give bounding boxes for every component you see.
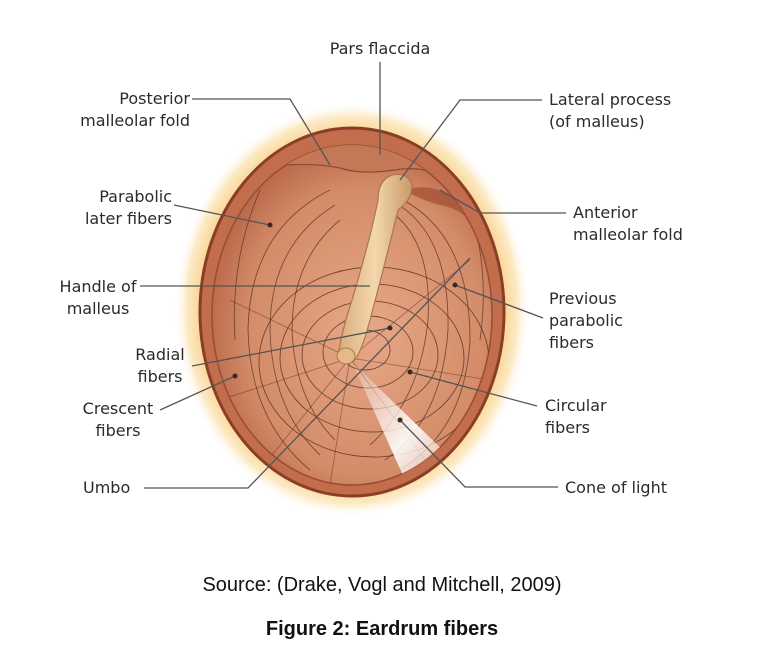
label-cone-of-light: Cone of light: [565, 478, 667, 497]
label-posterior-malleolar-fold: Posterior malleolar fold: [80, 89, 190, 130]
label-umbo: Umbo: [83, 478, 131, 497]
label-previous-parabolic-fibers: Previous parabolic fibers: [549, 289, 623, 352]
label-parabolic-later-fibers: Parabolic later fibers: [84, 187, 172, 228]
label-crescent-fibers: Crescent fibers: [82, 399, 154, 440]
umbo-tip: [336, 347, 356, 365]
label-pars-flaccida: Pars flaccida: [329, 39, 431, 58]
malleus-handle: [337, 173, 413, 364]
eardrum-diagram: [140, 62, 566, 518]
figure-title: Figure 2: Eardrum fibers: [265, 618, 499, 640]
label-anterior-malleolar-fold: Anterior malleolar fold: [573, 203, 683, 244]
label-radial-fibers: Radial fibers: [135, 345, 185, 386]
label-circular-fibers: Circular fibers: [545, 396, 607, 437]
leader-lines: [140, 62, 566, 489]
label-lateral-process: Lateral process (of malleus): [549, 90, 672, 131]
figure-source: Source: (Drake, Vogl and Mitchell, 2009): [202, 574, 562, 596]
leader-dots: [232, 222, 458, 423]
label-handle-of-malleus: Handle of malleus: [59, 277, 137, 318]
